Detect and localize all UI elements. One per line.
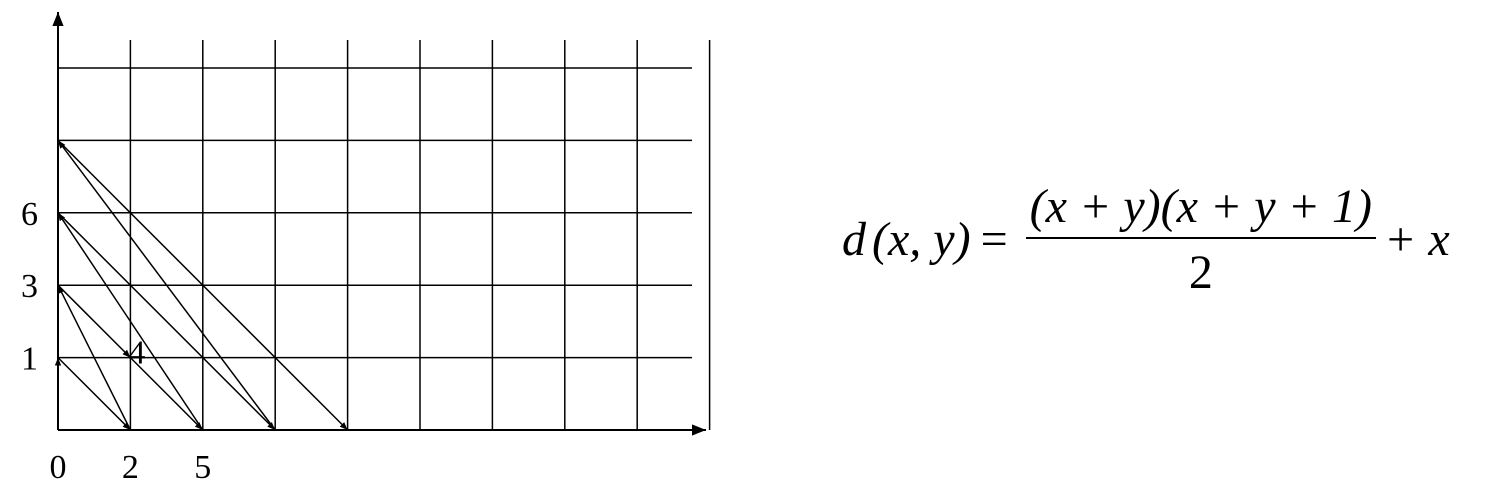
- axes: [52, 12, 706, 436]
- formula-numerator: (x + y)(x + y + 1): [1029, 180, 1372, 233]
- grid-lines: [58, 40, 711, 430]
- pairing-formula: d (x, y) = (x + y)(x + y + 1) 2 + x: [842, 178, 1450, 302]
- y-axis-label: 6: [21, 196, 38, 233]
- diagonal-arrow: [57, 139, 349, 431]
- diagonal-arrow: [57, 212, 276, 431]
- fraction-bar: [1025, 237, 1376, 239]
- formula-function-name: d: [842, 213, 866, 266]
- pairing-diagram: 0 2 5 1 3 6 4: [21, 12, 711, 486]
- diagonal-arrow: [129, 357, 204, 431]
- diagonal-arrow: [57, 139, 276, 431]
- formula-arguments: (x, y): [872, 213, 971, 266]
- x-axis-label: 5: [194, 449, 211, 486]
- formula-fraction: (x + y)(x + y + 1) 2: [1025, 180, 1376, 299]
- diagonal-arrows: [54, 139, 349, 431]
- x-axis-label: 0: [50, 449, 67, 486]
- y-axis-label: 1: [21, 341, 38, 378]
- point-labels: 0 2 5 1 3 6 4: [21, 196, 211, 486]
- formula-denominator: 2: [1188, 246, 1213, 299]
- formula-tail: + x: [1383, 213, 1450, 266]
- diagonal-arrow: [57, 357, 131, 431]
- diagonal-arrow: [57, 284, 131, 359]
- point-label: 4: [128, 335, 145, 372]
- y-axis-label: 3: [21, 268, 38, 305]
- x-axis-label: 2: [122, 449, 139, 486]
- formula-equals: =: [980, 213, 1008, 266]
- diagonal-arrow: [57, 284, 132, 431]
- diagonal-arrow: [57, 212, 204, 431]
